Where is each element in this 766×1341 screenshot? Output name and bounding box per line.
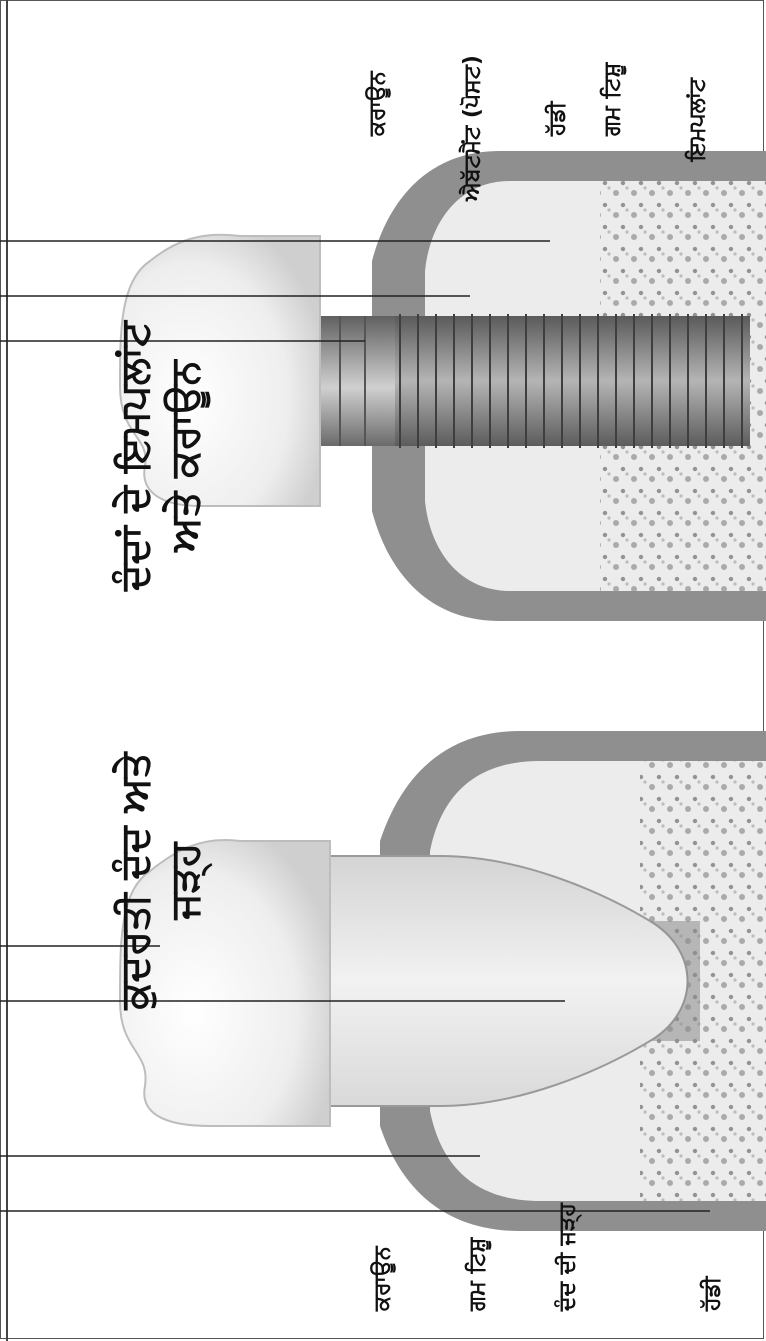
title-implant-line1: ਦੰਦਾਂ ਦੇ ਇਮਪਲਾਂਟ [110, 246, 160, 666]
title-natural-tooth: ਕੁਦਰਤੀ ਦੰਦ ਅਤੇ ਜੜ੍ਹ [110, 671, 210, 1091]
implant-screw [390, 316, 750, 446]
implant-abutment [320, 316, 395, 446]
title-natural-tooth-line2: ਜੜ੍ਹ [160, 671, 210, 1091]
label-left-crown: ਕਰਾਊਨ [370, 1246, 396, 1311]
label-left-root: ਦੰਦ ਦੀ ਜੜ੍ਹ [555, 1203, 581, 1311]
title-implant: ਦੰਦਾਂ ਦੇ ਇਮਪਲਾਂਟ ਅਤੇ ਕਰਾਊਨ [110, 246, 210, 666]
label-right-crown: ਕਰਾਊਨ [365, 71, 391, 136]
title-natural-tooth-line1: ਕੁਦਰਤੀ ਦੰਦ ਅਤੇ [110, 671, 160, 1091]
label-right-implant: ਇਮਪਲਾਂਟ [685, 78, 711, 161]
label-left-gum: ਗਮ ਟਿਸ਼ੂ [465, 1238, 491, 1311]
label-right-gum: ਗਮ ਟਿਸ਼ੂ [600, 63, 626, 136]
implant-illustration [120, 151, 766, 621]
label-left-bone: ਹੱਡੀ [700, 1277, 726, 1311]
label-right-abutment: ਐਬੱਟਮੈਂਟ (ਪੋਸਟ) [460, 55, 486, 201]
title-implant-line2: ਅਤੇ ਕਰਾਊਨ [160, 246, 210, 666]
label-right-bone: ਹੱਡੀ [545, 102, 571, 136]
